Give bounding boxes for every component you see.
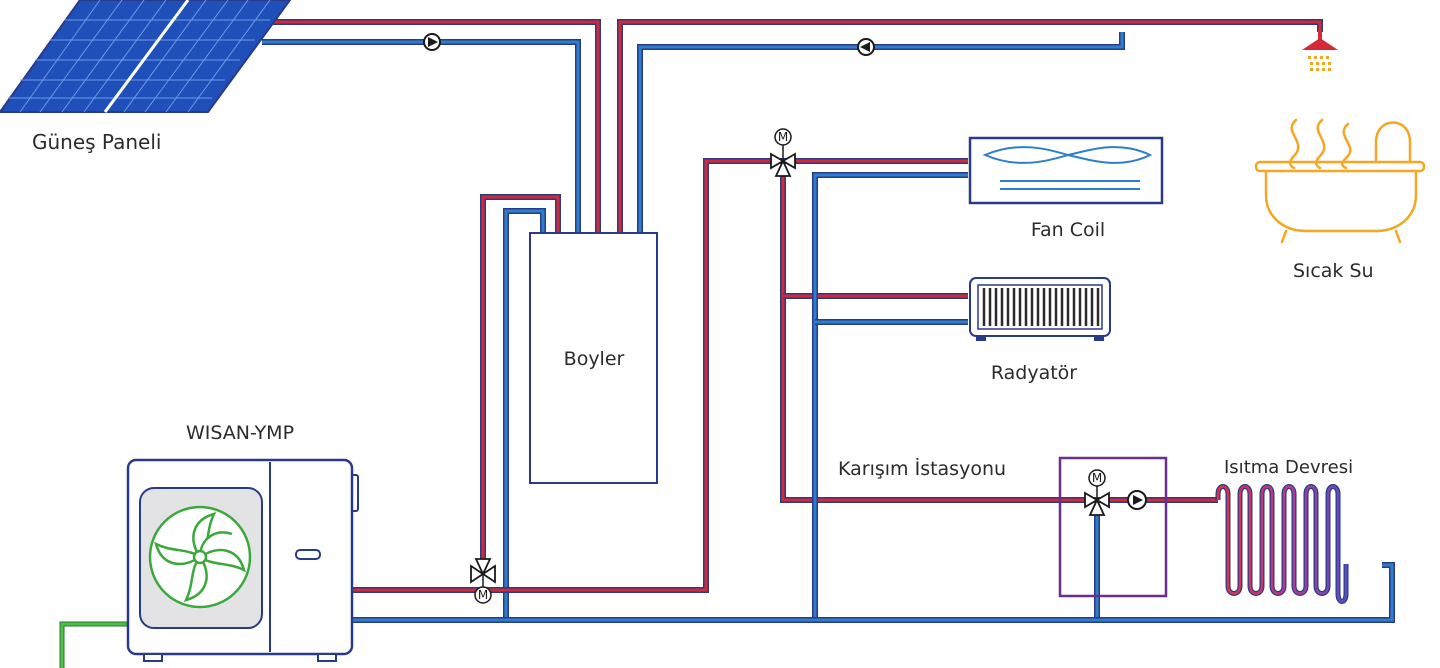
hot-water-label: Sıcak Su xyxy=(1293,260,1374,282)
heat-pump-label: WISAN-YMP xyxy=(186,422,294,444)
pump-icon xyxy=(1127,490,1147,510)
pipe-main-return xyxy=(352,562,1395,623)
bathtub-icon xyxy=(1254,118,1426,244)
pump-icon xyxy=(423,33,441,51)
valve-m-label: M xyxy=(778,130,788,144)
fan-coil-icon xyxy=(968,136,1164,205)
pipe-boiler-coil-hot xyxy=(480,194,561,562)
radiator-label: Radyatör xyxy=(991,362,1077,384)
solar-panel-label: Güneş Paneli xyxy=(32,130,161,154)
boiler-label: Boyler xyxy=(564,348,625,370)
solar-panel-icon xyxy=(0,0,292,113)
fan-coil-label: Fan Coil xyxy=(1031,219,1105,241)
pipe-dhw-hot xyxy=(617,19,1323,232)
mixing-station-box xyxy=(1058,456,1168,598)
mixing-station-label: Karışım İstasyonu xyxy=(838,457,1006,480)
pipe-solar-hot xyxy=(270,19,601,232)
motorized-valve-icon: M xyxy=(1084,469,1110,516)
underfloor-coil-icon xyxy=(1215,484,1349,604)
pipe-network xyxy=(262,19,1395,623)
pipe-dhw-cold xyxy=(637,32,1125,232)
valve-m-label: M xyxy=(478,588,488,602)
pipe-solar-cold xyxy=(262,39,581,232)
fan-blade-icon xyxy=(148,505,252,609)
valve-m-label: M xyxy=(1092,471,1102,485)
boiler-tank xyxy=(529,232,658,484)
pipe-heatpump-supply xyxy=(352,158,968,593)
pipe-boiler-coil-cold xyxy=(503,208,546,620)
motorized-valve-icon: M xyxy=(770,128,796,177)
ground-line xyxy=(59,621,128,668)
pipe-heating-riser-cold xyxy=(812,172,968,620)
pump-icon xyxy=(857,38,875,56)
heating-circuit-label: Isıtma Devresi xyxy=(1224,457,1353,478)
motorized-valve-icon: M xyxy=(470,558,496,604)
radiator-icon xyxy=(969,277,1111,341)
shower-icon xyxy=(1302,30,1338,71)
